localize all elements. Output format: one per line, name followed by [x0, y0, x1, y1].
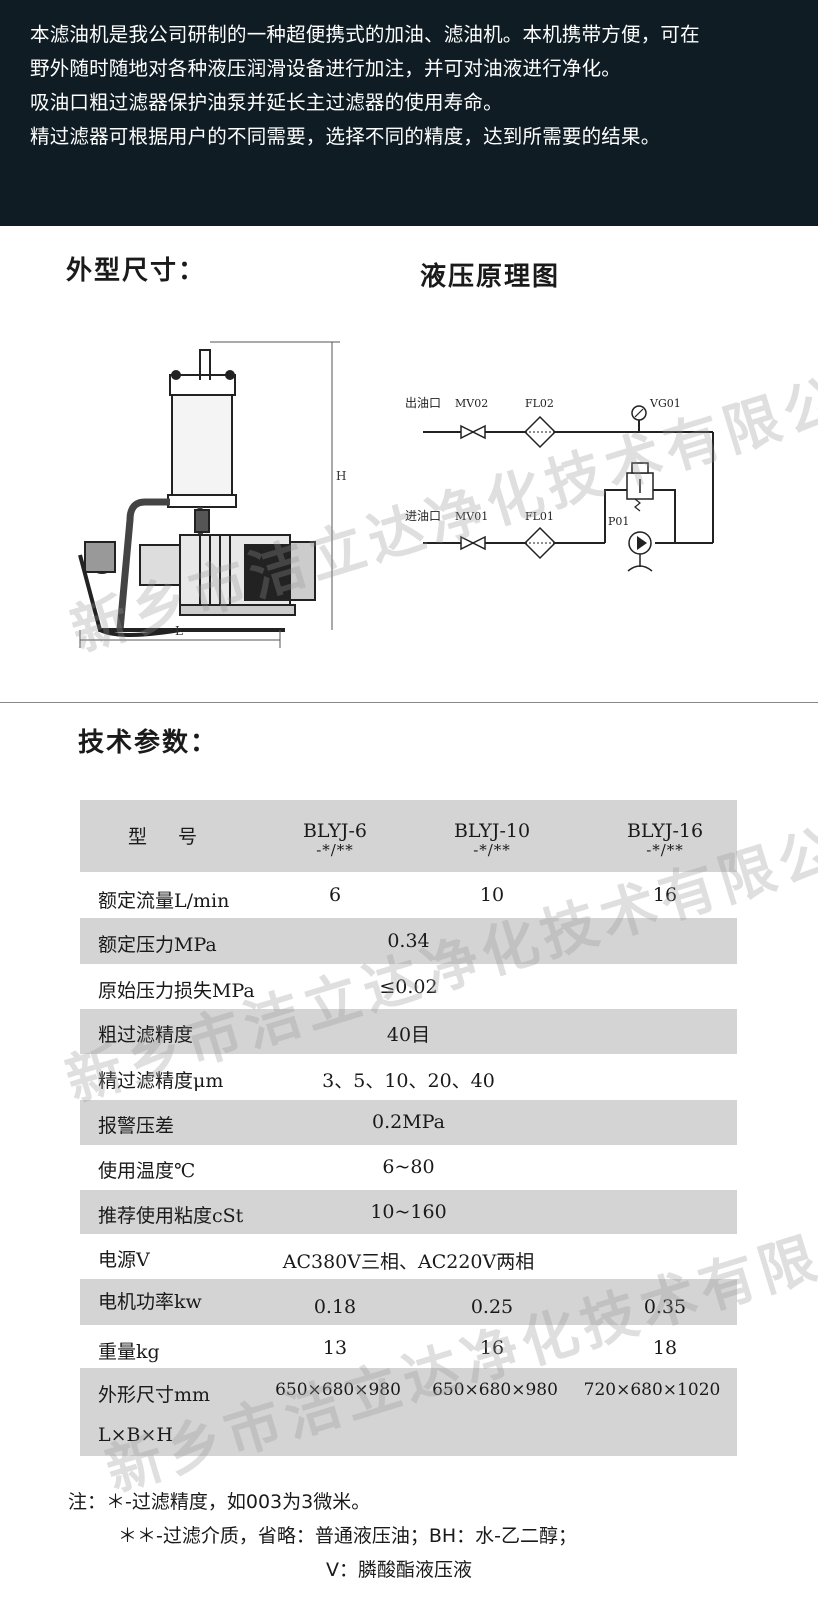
fl01-label: FL01 [525, 510, 554, 523]
row-label: 额定流量L/min [98, 890, 230, 912]
row-label: 电源V [98, 1249, 150, 1271]
row-value: 0.2MPa [372, 1111, 445, 1133]
specs-title: 技术参数： [78, 728, 219, 758]
row-label: 重量kg [98, 1341, 160, 1363]
model-name: BLYJ-6 [302, 820, 368, 842]
table-row: 重量kg 13 16 18 [80, 1325, 737, 1368]
spec-table: 型 号 BLYJ-6 -*/** BLYJ-10 -*/** BLYJ-16 -… [80, 800, 737, 1456]
table-row: 外形尺寸mm L×B×H 650×680×980 650×680×980 720… [80, 1368, 737, 1456]
row-value: 0.25 [470, 1296, 514, 1318]
row-value: 10 [479, 884, 505, 906]
row-value: 0.35 [643, 1296, 687, 1318]
outlet-label: 出油口 [405, 396, 441, 410]
row-value: 13 [322, 1337, 348, 1359]
intro-line: 本滤油机是我公司研制的一种超便携式的加油、滤油机。本机携带方便，可在 [30, 23, 700, 46]
mv02-label: MV02 [455, 397, 488, 410]
section-divider [0, 702, 818, 703]
intro-line: 野外随时随地对各种液压润滑设备进行加注，并可对油液进行净化。 [30, 57, 622, 80]
inlet-label: 进油口 [405, 509, 441, 523]
row-value: 650×680×980 [275, 1380, 401, 1400]
table-row: 电源V AC380V三相、AC220V两相 [80, 1234, 737, 1279]
table-row: 推荐使用粘度cSt 10~160 [80, 1190, 737, 1234]
table-row: 额定流量L/min 6 10 16 [80, 872, 737, 918]
row-label: 推荐使用粘度cSt [98, 1205, 244, 1227]
row-value: 6 [328, 884, 342, 906]
p01-label: P01 [608, 515, 629, 528]
model-header-cell: BLYJ-10 -*/** [432, 820, 552, 858]
vg01-label: VG01 [649, 397, 681, 410]
row-label: 使用温度℃ [98, 1160, 196, 1182]
row-label: 粗过滤精度 [98, 1024, 194, 1046]
fl02-label: FL02 [525, 397, 554, 410]
row-value: 650×680×980 [432, 1380, 558, 1400]
model-suffix: -*/** [646, 841, 684, 859]
intro-text: 本滤油机是我公司研制的一种超便携式的加油、滤油机。本机携带方便，可在 野外随时随… [30, 18, 810, 154]
model-header-cell: BLYJ-6 -*/** [280, 820, 390, 858]
intro-line: 精过滤器可根据用户的不同需要，选择不同的精度，达到所需要的结果。 [30, 125, 661, 148]
intro-line: 吸油口粗过滤器保护油泵并延长主过滤器的使用寿命。 [30, 91, 503, 114]
row-label: 电机功率kw [98, 1291, 202, 1313]
note-line: ＊＊-过滤介质，省略：普通液压油；BH：水-乙二醇； [118, 1525, 578, 1547]
machine-dimension-drawing: H L [78, 341, 346, 648]
row-label-secondary: L×B×H [98, 1424, 173, 1446]
row-value: AC380V三相、AC220V两相 [282, 1251, 535, 1273]
table-row: 额定压力MPa 0.34 [80, 918, 737, 964]
row-value: 720×680×1020 [583, 1380, 721, 1400]
model-header-cell: BLYJ-16 -*/** [600, 820, 730, 858]
hydraulic-schematic: 出油口 MV02 FL02 VG01 进油口 MV01 FL01 P01 [405, 396, 714, 572]
mv01-label: MV01 [455, 510, 488, 523]
row-label: 外形尺寸mm [98, 1384, 211, 1406]
row-value: 0.18 [313, 1296, 357, 1318]
table-row: 使用温度℃ 6~80 [80, 1145, 737, 1190]
model-name: BLYJ-16 [626, 820, 704, 842]
row-label: 报警压差 [98, 1115, 175, 1137]
model-header-label: 型 号 [128, 826, 204, 848]
table-header-row: 型 号 BLYJ-6 -*/** BLYJ-10 -*/** BLYJ-16 -… [80, 800, 737, 872]
header-band [0, 0, 818, 226]
notes: 注：＊-过滤精度，如003为3微米。 ＊＊-过滤介质，省略：普通液压油；BH：水… [68, 1485, 808, 1587]
row-value: 16 [652, 884, 678, 906]
model-name: BLYJ-10 [453, 820, 531, 842]
row-value: ≤0.02 [379, 976, 438, 998]
table-row: 电机功率kw 0.18 0.25 0.35 [80, 1279, 737, 1325]
row-label: 额定压力MPa [98, 934, 217, 956]
row-value: 10~160 [370, 1201, 447, 1223]
note-line: 注：＊-过滤精度，如003为3微米。 [68, 1491, 371, 1513]
row-label: 精过滤精度μm [98, 1070, 224, 1092]
row-value: 3、5、10、20、40 [322, 1070, 495, 1092]
row-label: 原始压力损失MPa [98, 980, 255, 1002]
length-label: L [175, 624, 183, 638]
row-value: 6~80 [382, 1156, 435, 1178]
schematic-title: 液压原理图 [420, 262, 561, 292]
table-row: 粗过滤精度 40目 [80, 1009, 737, 1054]
note-line: V：膦酸酯液压液 [326, 1559, 472, 1581]
model-suffix: -*/** [473, 841, 511, 859]
row-value: 16 [479, 1337, 505, 1359]
model-suffix: -*/** [316, 841, 354, 859]
height-label: H [336, 469, 346, 483]
table-row: 精过滤精度μm 3、5、10、20、40 [80, 1054, 737, 1100]
row-value: 0.34 [387, 930, 430, 952]
table-row: 报警压差 0.2MPa [80, 1100, 737, 1145]
row-value: 40目 [386, 1024, 431, 1046]
table-row: 原始压力损失MPa ≤0.02 [80, 964, 737, 1009]
row-value: 18 [652, 1337, 678, 1359]
dimensions-title: 外型尺寸： [66, 256, 207, 286]
